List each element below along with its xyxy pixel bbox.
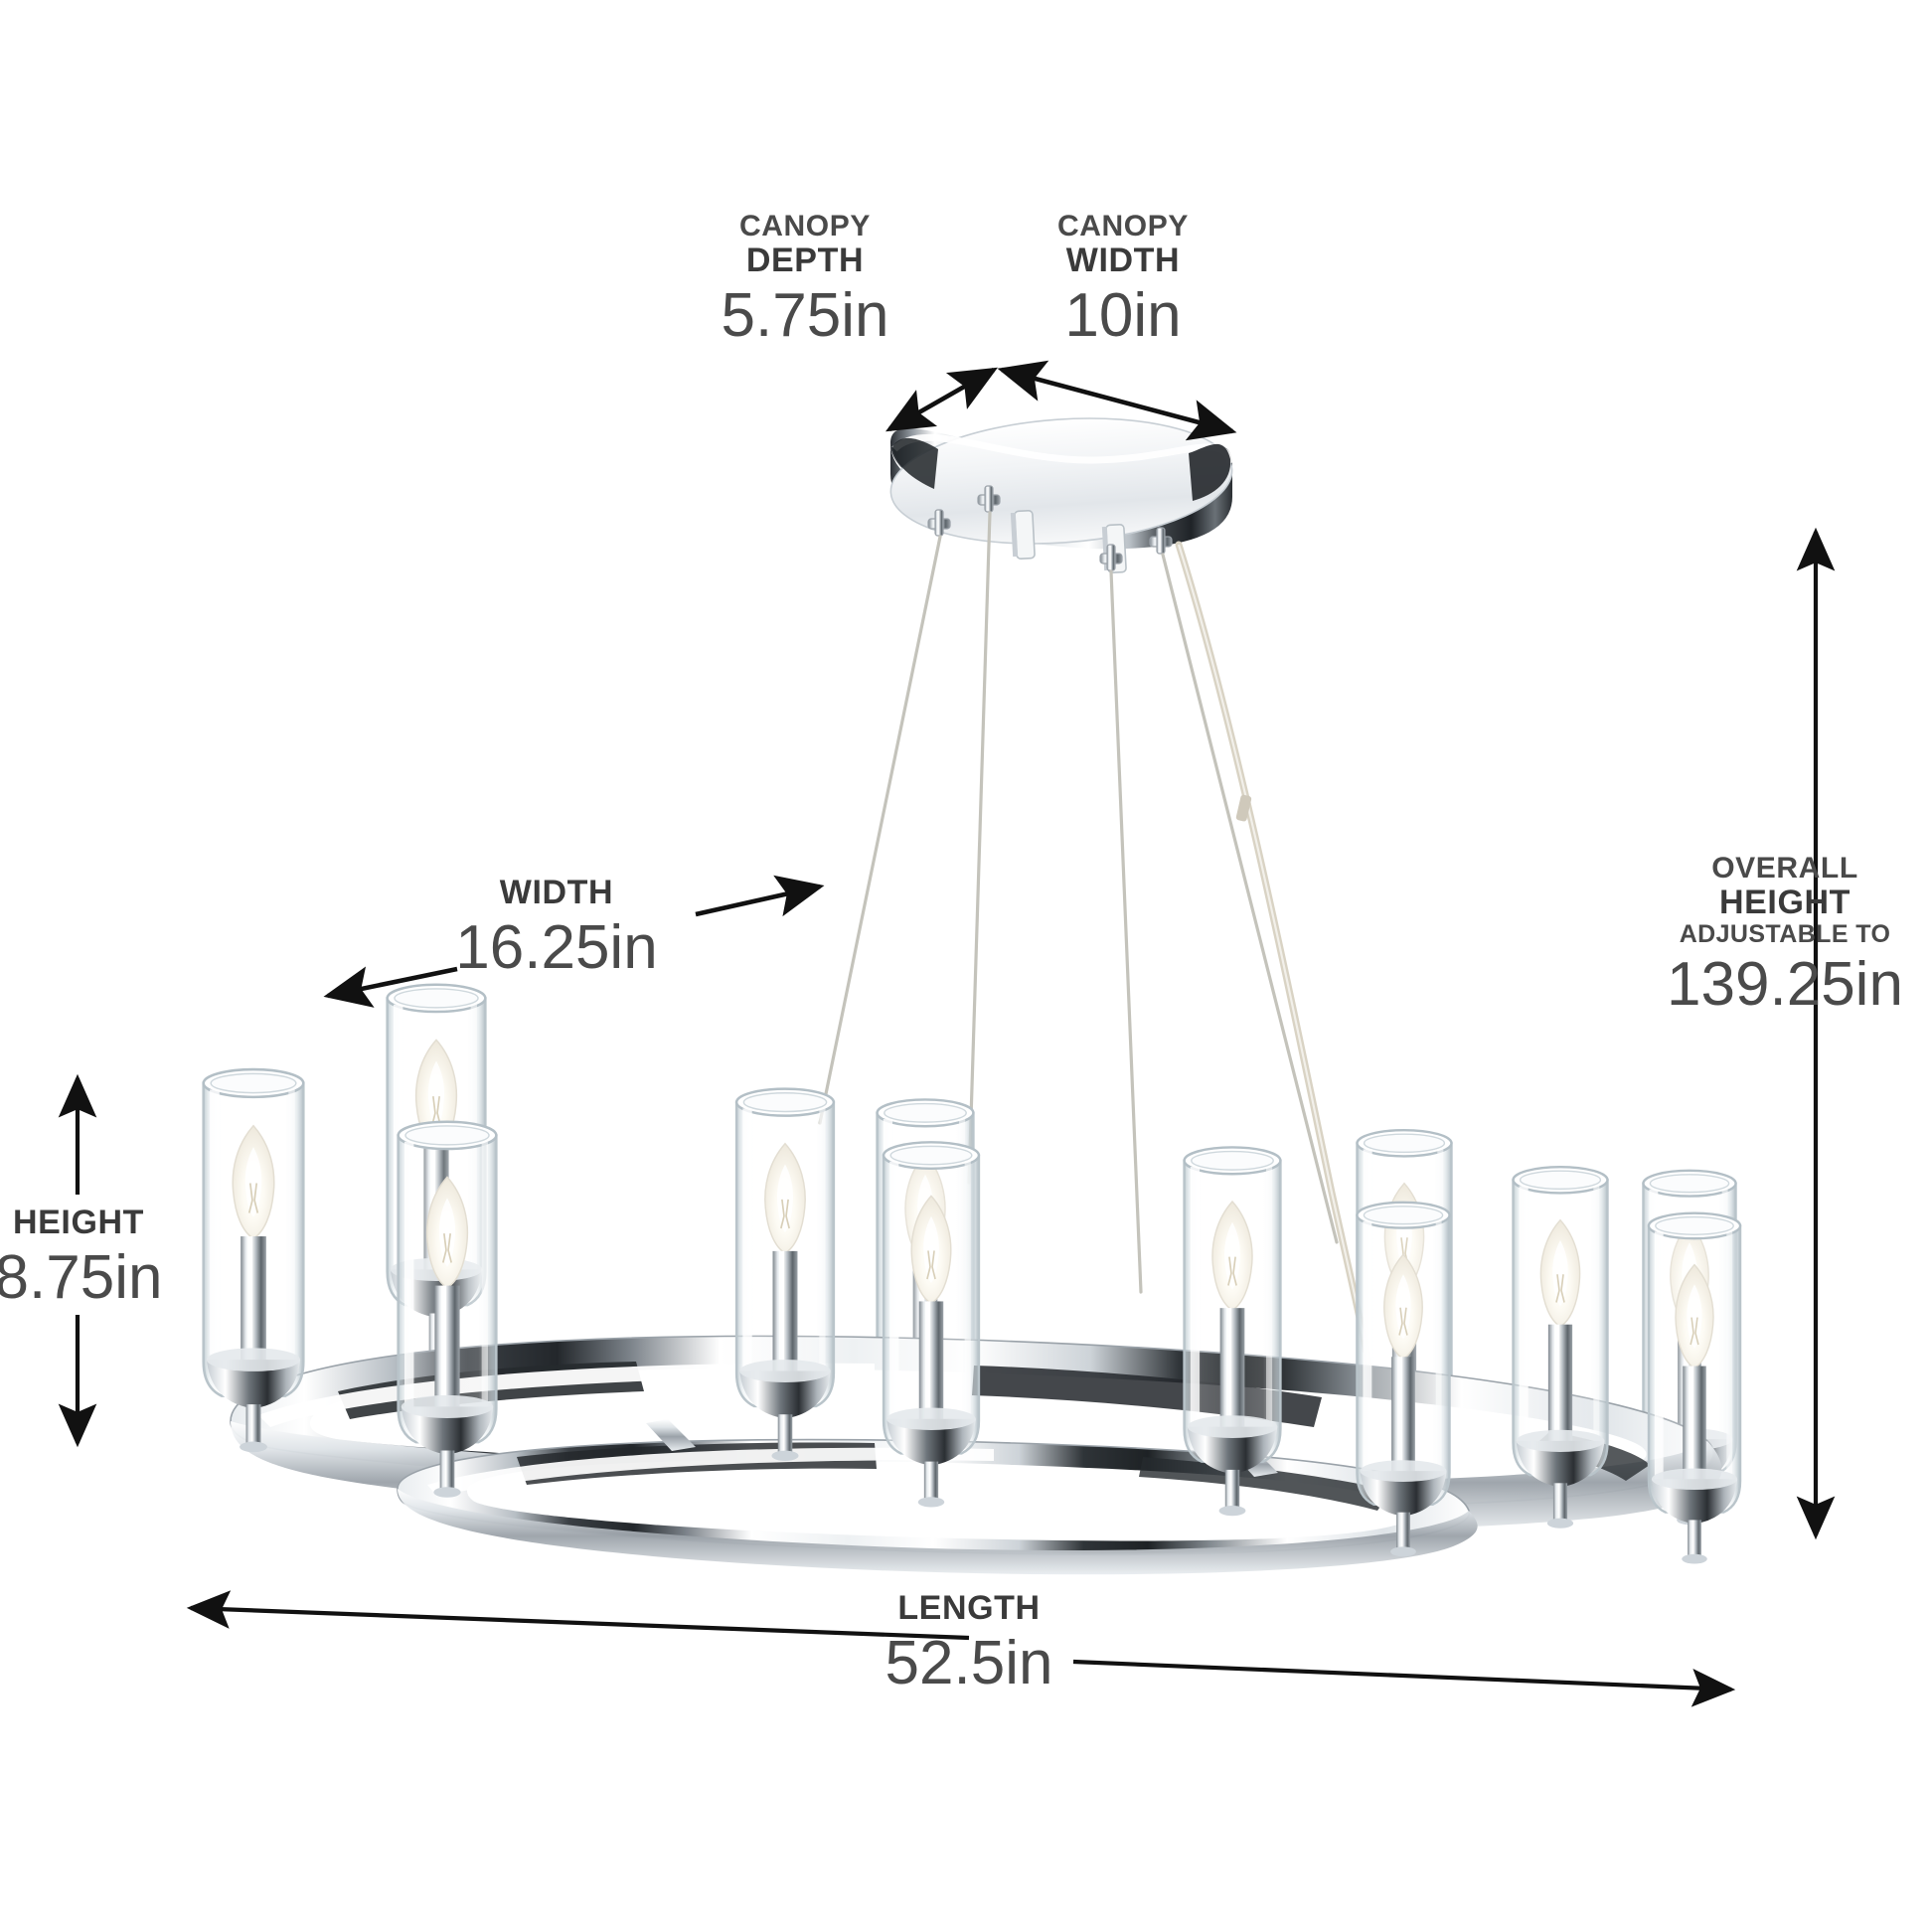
canopy-depth-caption-top: CANOPY bbox=[739, 210, 871, 242]
overall-height-caption-sub: ADJUSTABLE TO bbox=[1679, 920, 1891, 949]
height-value: 8.75in bbox=[0, 1242, 163, 1312]
canopy-depth-value: 5.75in bbox=[721, 281, 889, 351]
length-arrow-right bbox=[1072, 1659, 1736, 1707]
length-arrow-left bbox=[186, 1590, 970, 1641]
lamp-1 bbox=[202, 1067, 305, 1454]
width-label: WIDTH 16.25in bbox=[417, 875, 696, 982]
oval-frame bbox=[230, 1335, 1722, 1575]
canopy-depth-label: CANOPY DEPTH 5.75in bbox=[696, 210, 914, 351]
length-value: 52.5in bbox=[885, 1628, 1053, 1697]
lamp-7 bbox=[1512, 1165, 1609, 1530]
length-label: LENGTH 52.5in bbox=[855, 1590, 1083, 1697]
canopy-width-caption-top: CANOPY bbox=[1057, 210, 1189, 242]
height-label: HEIGHT 8.75in bbox=[0, 1205, 183, 1312]
lamp-3 bbox=[734, 1087, 836, 1463]
overall-height-caption: HEIGHT bbox=[1718, 884, 1852, 922]
overall-height-label: OVERALL HEIGHT ADJUSTABLE TO 139.25in bbox=[1638, 852, 1932, 1020]
canopy-depth-arrow bbox=[886, 367, 998, 432]
canopy-width-caption: WIDTH bbox=[1065, 242, 1181, 280]
overall-height-value: 139.25in bbox=[1667, 950, 1903, 1020]
lamp-5 bbox=[1183, 1146, 1282, 1518]
dimension-arrows bbox=[58, 360, 1836, 1707]
width-arrow-upper bbox=[695, 875, 825, 917]
lamp-2 bbox=[397, 1120, 498, 1500]
length-caption: LENGTH bbox=[897, 1589, 1041, 1627]
canopy-width-label: CANOPY WIDTH 10in bbox=[1014, 210, 1232, 351]
suspension-cables bbox=[818, 511, 1339, 1294]
canopy-depth-caption: DEPTH bbox=[745, 242, 865, 280]
canopy bbox=[889, 417, 1234, 574]
width-caption: WIDTH bbox=[499, 874, 614, 911]
lamp-6 bbox=[1356, 1201, 1451, 1558]
overall-height-caption-top: OVERALL bbox=[1711, 852, 1858, 885]
lamp-4 bbox=[882, 1141, 981, 1509]
height-caption: HEIGHT bbox=[12, 1204, 145, 1241]
lamp-8 bbox=[1647, 1211, 1742, 1565]
canopy-width-value: 10in bbox=[1064, 281, 1182, 351]
canopy-width-arrow bbox=[997, 360, 1237, 441]
width-value: 16.25in bbox=[455, 912, 658, 982]
width-arrow-lower bbox=[323, 966, 458, 1008]
